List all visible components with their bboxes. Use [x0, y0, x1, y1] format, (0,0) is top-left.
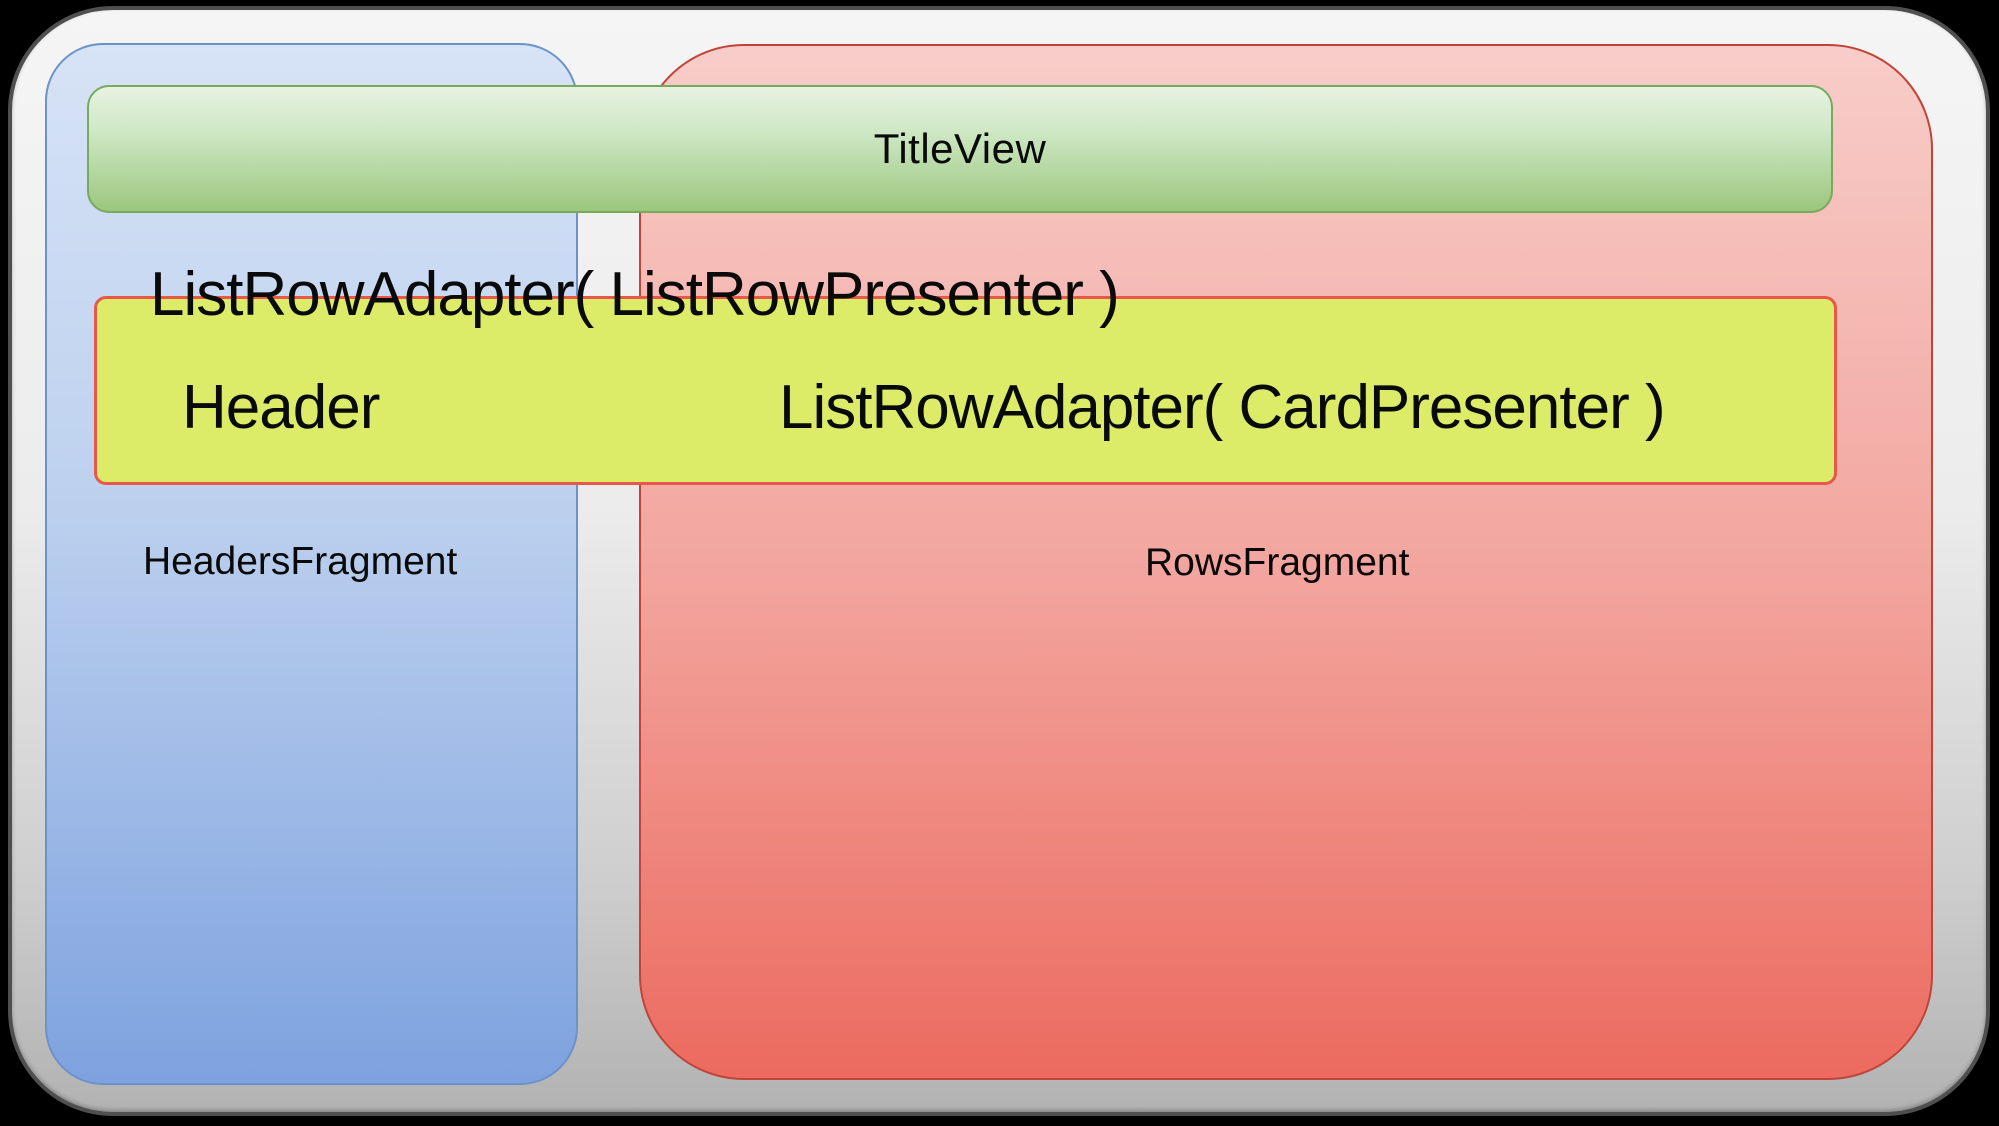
list-row-box	[94, 296, 1837, 485]
title-view-bar: TitleView	[87, 85, 1833, 213]
list-row-adapter-caption: ListRowAdapter( ListRowPresenter )	[150, 260, 1120, 329]
header-label: Header	[182, 373, 380, 442]
rows-fragment-label: RowsFragment	[1145, 541, 1410, 584]
card-presenter-adapter-label: ListRowAdapter( CardPresenter )	[779, 373, 1666, 442]
headers-fragment-label: HeadersFragment	[143, 540, 458, 583]
rows-fragment-panel	[639, 44, 1933, 1080]
title-view-label: TitleView	[873, 125, 1047, 172]
headers-fragment-panel	[45, 43, 578, 1085]
